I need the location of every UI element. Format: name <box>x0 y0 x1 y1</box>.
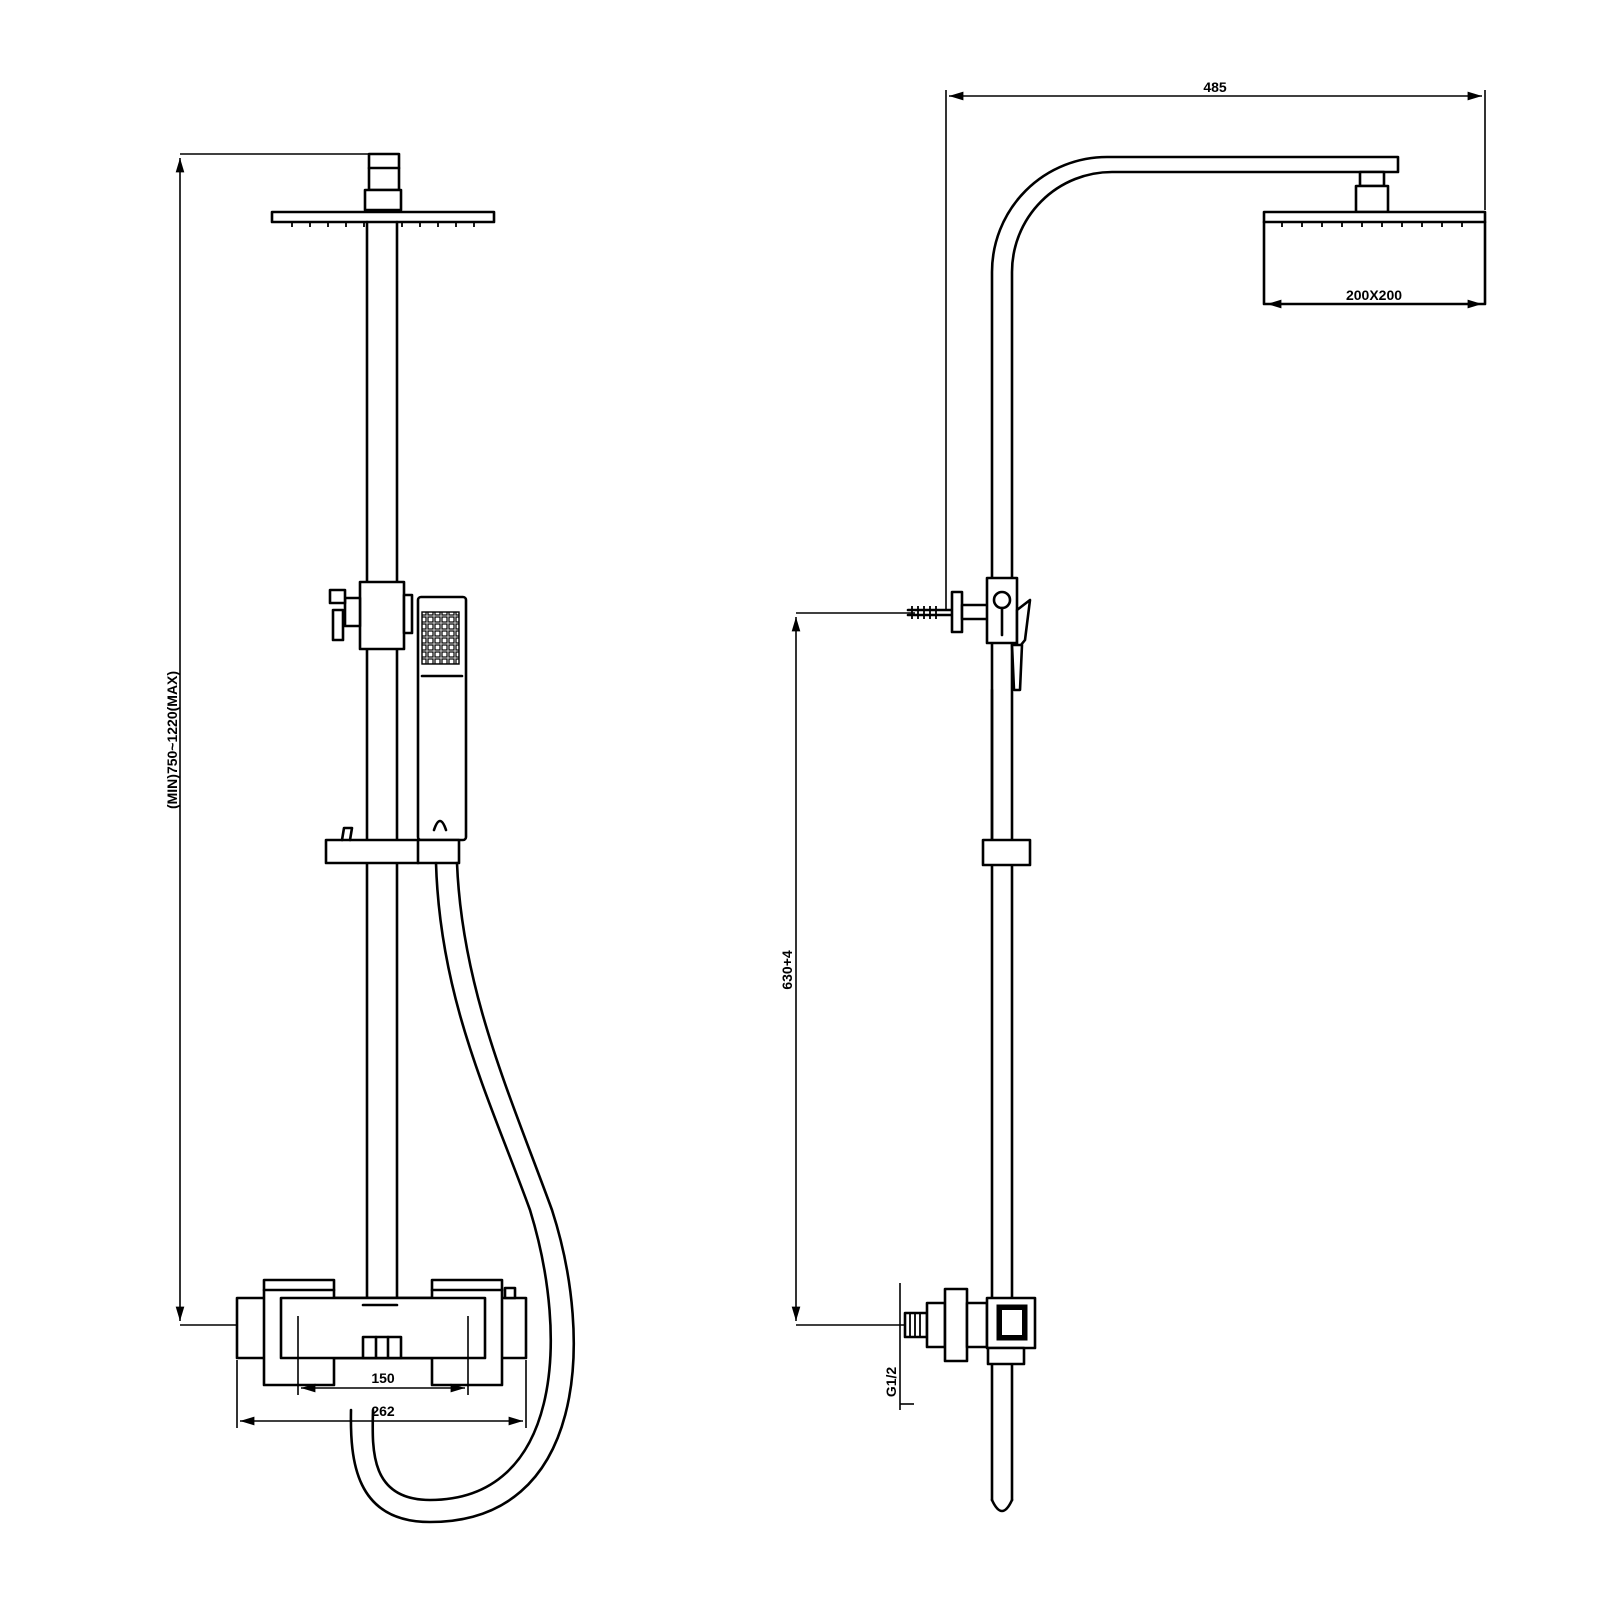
side-view: 485 200X200 <box>779 79 1487 1513</box>
head-size-label: 200X200 <box>1346 287 1402 303</box>
valve-width-label: 262 <box>371 1403 395 1419</box>
overhead-shower-head <box>270 210 496 224</box>
side-head-nozzles <box>1281 222 1463 227</box>
hand-shower-nozzle-grid <box>421 611 460 665</box>
shower-hose <box>349 861 576 1524</box>
arm-connector <box>367 152 401 192</box>
height-range-label: (MIN)750~1220(MAX) <box>164 671 180 809</box>
valve-width-dimension <box>236 1360 527 1428</box>
arm-projection-dimension <box>945 90 1486 610</box>
bracket-height-dimension <box>791 612 915 1326</box>
side-arm-connector <box>1358 170 1386 188</box>
head-nozzles <box>291 222 475 227</box>
valve-outlet-nut <box>361 1335 403 1360</box>
side-slide-holder <box>981 838 1032 867</box>
slide-holder <box>324 838 461 865</box>
side-valve-inlet <box>903 1287 1037 1366</box>
bracket-lever <box>328 588 347 605</box>
side-overhead-head <box>1262 210 1487 306</box>
centres-dimension <box>297 1316 469 1395</box>
inlet-thread-label: G1/2 <box>883 1367 899 1398</box>
front-view: (MIN)750~1220(MAX) <box>164 152 576 1524</box>
side-riser-arm <box>990 155 1400 1513</box>
riser-pipe <box>365 220 399 1307</box>
wall-bracket <box>358 580 406 651</box>
bracket-height-label: 630+4 <box>779 950 795 990</box>
thermostatic-valve <box>235 1278 528 1387</box>
side-wall-bracket <box>906 576 1032 692</box>
height-dimension <box>175 153 372 1326</box>
centres-label: 150 <box>371 1370 395 1386</box>
arm-projection-label: 485 <box>1203 79 1227 95</box>
thread-dimension <box>899 1283 914 1410</box>
